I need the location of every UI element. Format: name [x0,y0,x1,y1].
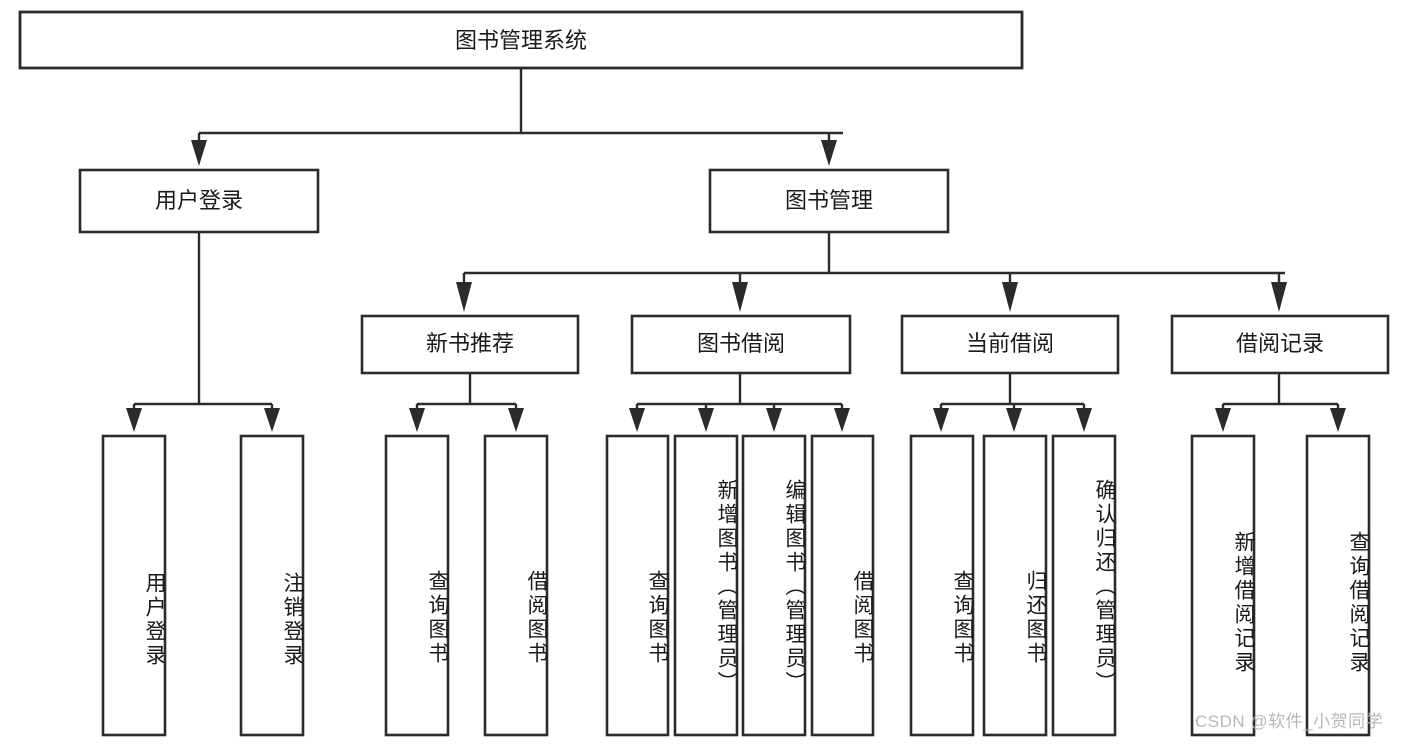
node-book-management-label: 图书管理 [785,188,873,213]
connector-borrowrecord-to-leaves [1215,373,1346,432]
arrow-head-borrow-record [1271,282,1287,312]
leaf-rects [101,434,1371,737]
arrow-head-leaf-edit-book-admin [766,408,782,432]
node-borrow-record-label: 借阅记录 [1236,331,1324,356]
arrow-head-leaf-user-login [126,408,142,432]
node-book-borrow[interactable]: 图书借阅 [630,314,852,375]
node-leaf-add-book-admin-rect[interactable] [673,434,739,737]
node-new-book-recommend-label: 新书推荐 [426,331,514,356]
arrow-head-leaf-borrow-books-1 [508,408,524,432]
node-leaf-query-borrow-record-rect[interactable] [1305,434,1371,737]
arrow-head-leaf-logout [264,408,280,432]
connector-newbook-to-leaves [409,373,524,432]
node-leaf-borrow-books-1-rect[interactable] [483,434,549,737]
connector-bookmgmt-to-level3 [456,232,1287,312]
node-book-management-rect [708,168,950,234]
node-leaf-query-books-1-rect[interactable] [384,434,450,737]
node-new-book-recommend[interactable]: 新书推荐 [360,314,580,375]
arrow-head-leaf-query-books-3 [933,408,949,432]
arrow-head-leaf-add-book-admin [698,408,714,432]
node-leaf-query-books-3-rect[interactable] [909,434,975,737]
node-book-management[interactable]: 图书管理 [708,168,950,234]
arrow-head-new-book-recommend [456,282,472,312]
node-root-rect [18,10,1024,70]
arrow-head-leaf-query-books-1 [409,408,425,432]
node-new-book-recommend-rect [360,314,580,375]
connector-root-to-level2 [191,68,843,166]
node-root-label: 图书管理系统 [455,28,587,53]
node-leaf-return-books-rect[interactable] [982,434,1048,737]
arrow-head-leaf-query-borrow-record [1330,408,1346,432]
connector-currentborrow-to-leaves [933,373,1092,432]
csdn-watermark: CSDN @软件_小贺同学 [1195,712,1384,731]
arrow-head-current-borrow [1002,282,1018,312]
node-user-login-label: 用户登录 [155,188,243,213]
node-leaf-logout-rect[interactable] [239,434,305,737]
node-user-login[interactable]: 用户登录 [78,168,320,234]
node-root[interactable]: 图书管理系统 [18,10,1024,70]
arrow-head-book-borrow [732,282,748,312]
arrow-head-user-login [191,140,207,166]
node-borrow-record[interactable]: 借阅记录 [1170,314,1390,375]
arrow-head-leaf-add-borrow-record [1215,408,1231,432]
node-leaf-add-borrow-record-rect[interactable] [1190,434,1256,737]
node-current-borrow-rect [900,314,1120,375]
node-user-login-rect [78,168,320,234]
node-current-borrow[interactable]: 当前借阅 [900,314,1120,375]
arrow-head-leaf-borrow-books-2 [834,408,850,432]
node-leaf-query-books-2-rect[interactable] [605,434,670,737]
node-leaf-user-login-rect[interactable] [101,434,167,737]
arrow-head-book-management [821,140,837,166]
node-borrow-record-rect [1170,314,1390,375]
arrow-head-leaf-confirm-return-admin [1076,408,1092,432]
arrow-head-leaf-query-books-2 [629,408,645,432]
node-leaf-confirm-return-admin-rect[interactable] [1051,434,1117,737]
connector-bookborrow-to-leaves [629,373,850,432]
node-leaf-borrow-books-2-rect[interactable] [810,434,875,737]
node-leaf-edit-book-admin-rect[interactable] [741,434,807,737]
node-current-borrow-label: 当前借阅 [966,331,1054,356]
arrow-head-leaf-return-books [1006,408,1022,432]
node-book-borrow-label: 图书借阅 [697,331,785,356]
connector-userlogin-to-leaves [126,232,280,432]
node-book-borrow-rect [630,314,852,375]
